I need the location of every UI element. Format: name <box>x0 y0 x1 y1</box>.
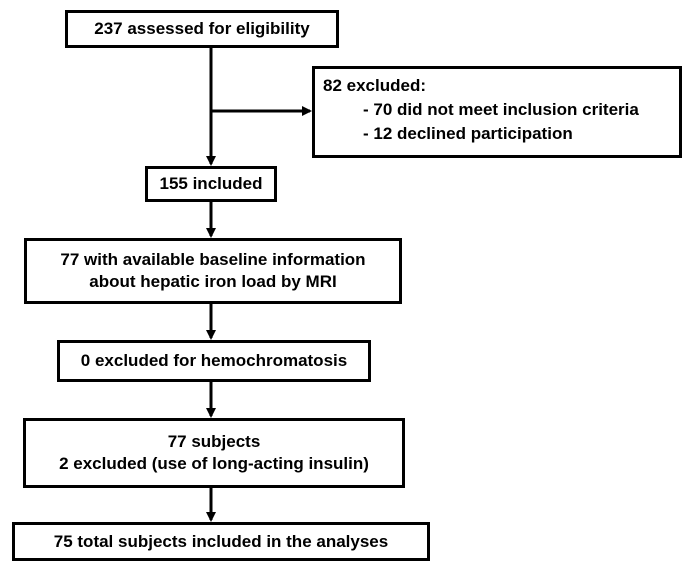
hemochromatosis-box: 0 excluded for hemochromatosis <box>57 340 371 382</box>
baseline-line-2: about hepatic iron load by MRI <box>89 272 337 291</box>
hemochromatosis-text: 0 excluded for hemochromatosis <box>80 351 348 370</box>
baseline-line-1: 77 with available baseline information <box>60 250 366 269</box>
excluded-box: 82 excluded: - 70 did not meet inclusion… <box>312 66 682 158</box>
excluded-item-declined: - 12 declined participation <box>363 124 573 143</box>
assessed-text: 237 assessed for eligibility <box>94 19 310 38</box>
total-box: 75 total subjects included in the analys… <box>12 522 430 561</box>
assessed-box: 237 assessed for eligibility <box>65 10 339 48</box>
baseline-box: 77 with available baseline information a… <box>24 238 402 304</box>
excluded-item-criteria: - 70 did not meet inclusion criteria <box>363 100 639 119</box>
subjects-line-1: 77 subjects <box>167 432 261 451</box>
subjects-box: 77 subjects 2 excluded (use of long-acti… <box>23 418 405 488</box>
excluded-heading: 82 excluded: <box>323 76 426 95</box>
included-box: 155 included <box>145 166 277 202</box>
included-text: 155 included <box>159 174 263 193</box>
subjects-line-2: 2 excluded (use of long-acting insulin) <box>59 454 369 473</box>
total-text: 75 total subjects included in the analys… <box>53 531 389 551</box>
